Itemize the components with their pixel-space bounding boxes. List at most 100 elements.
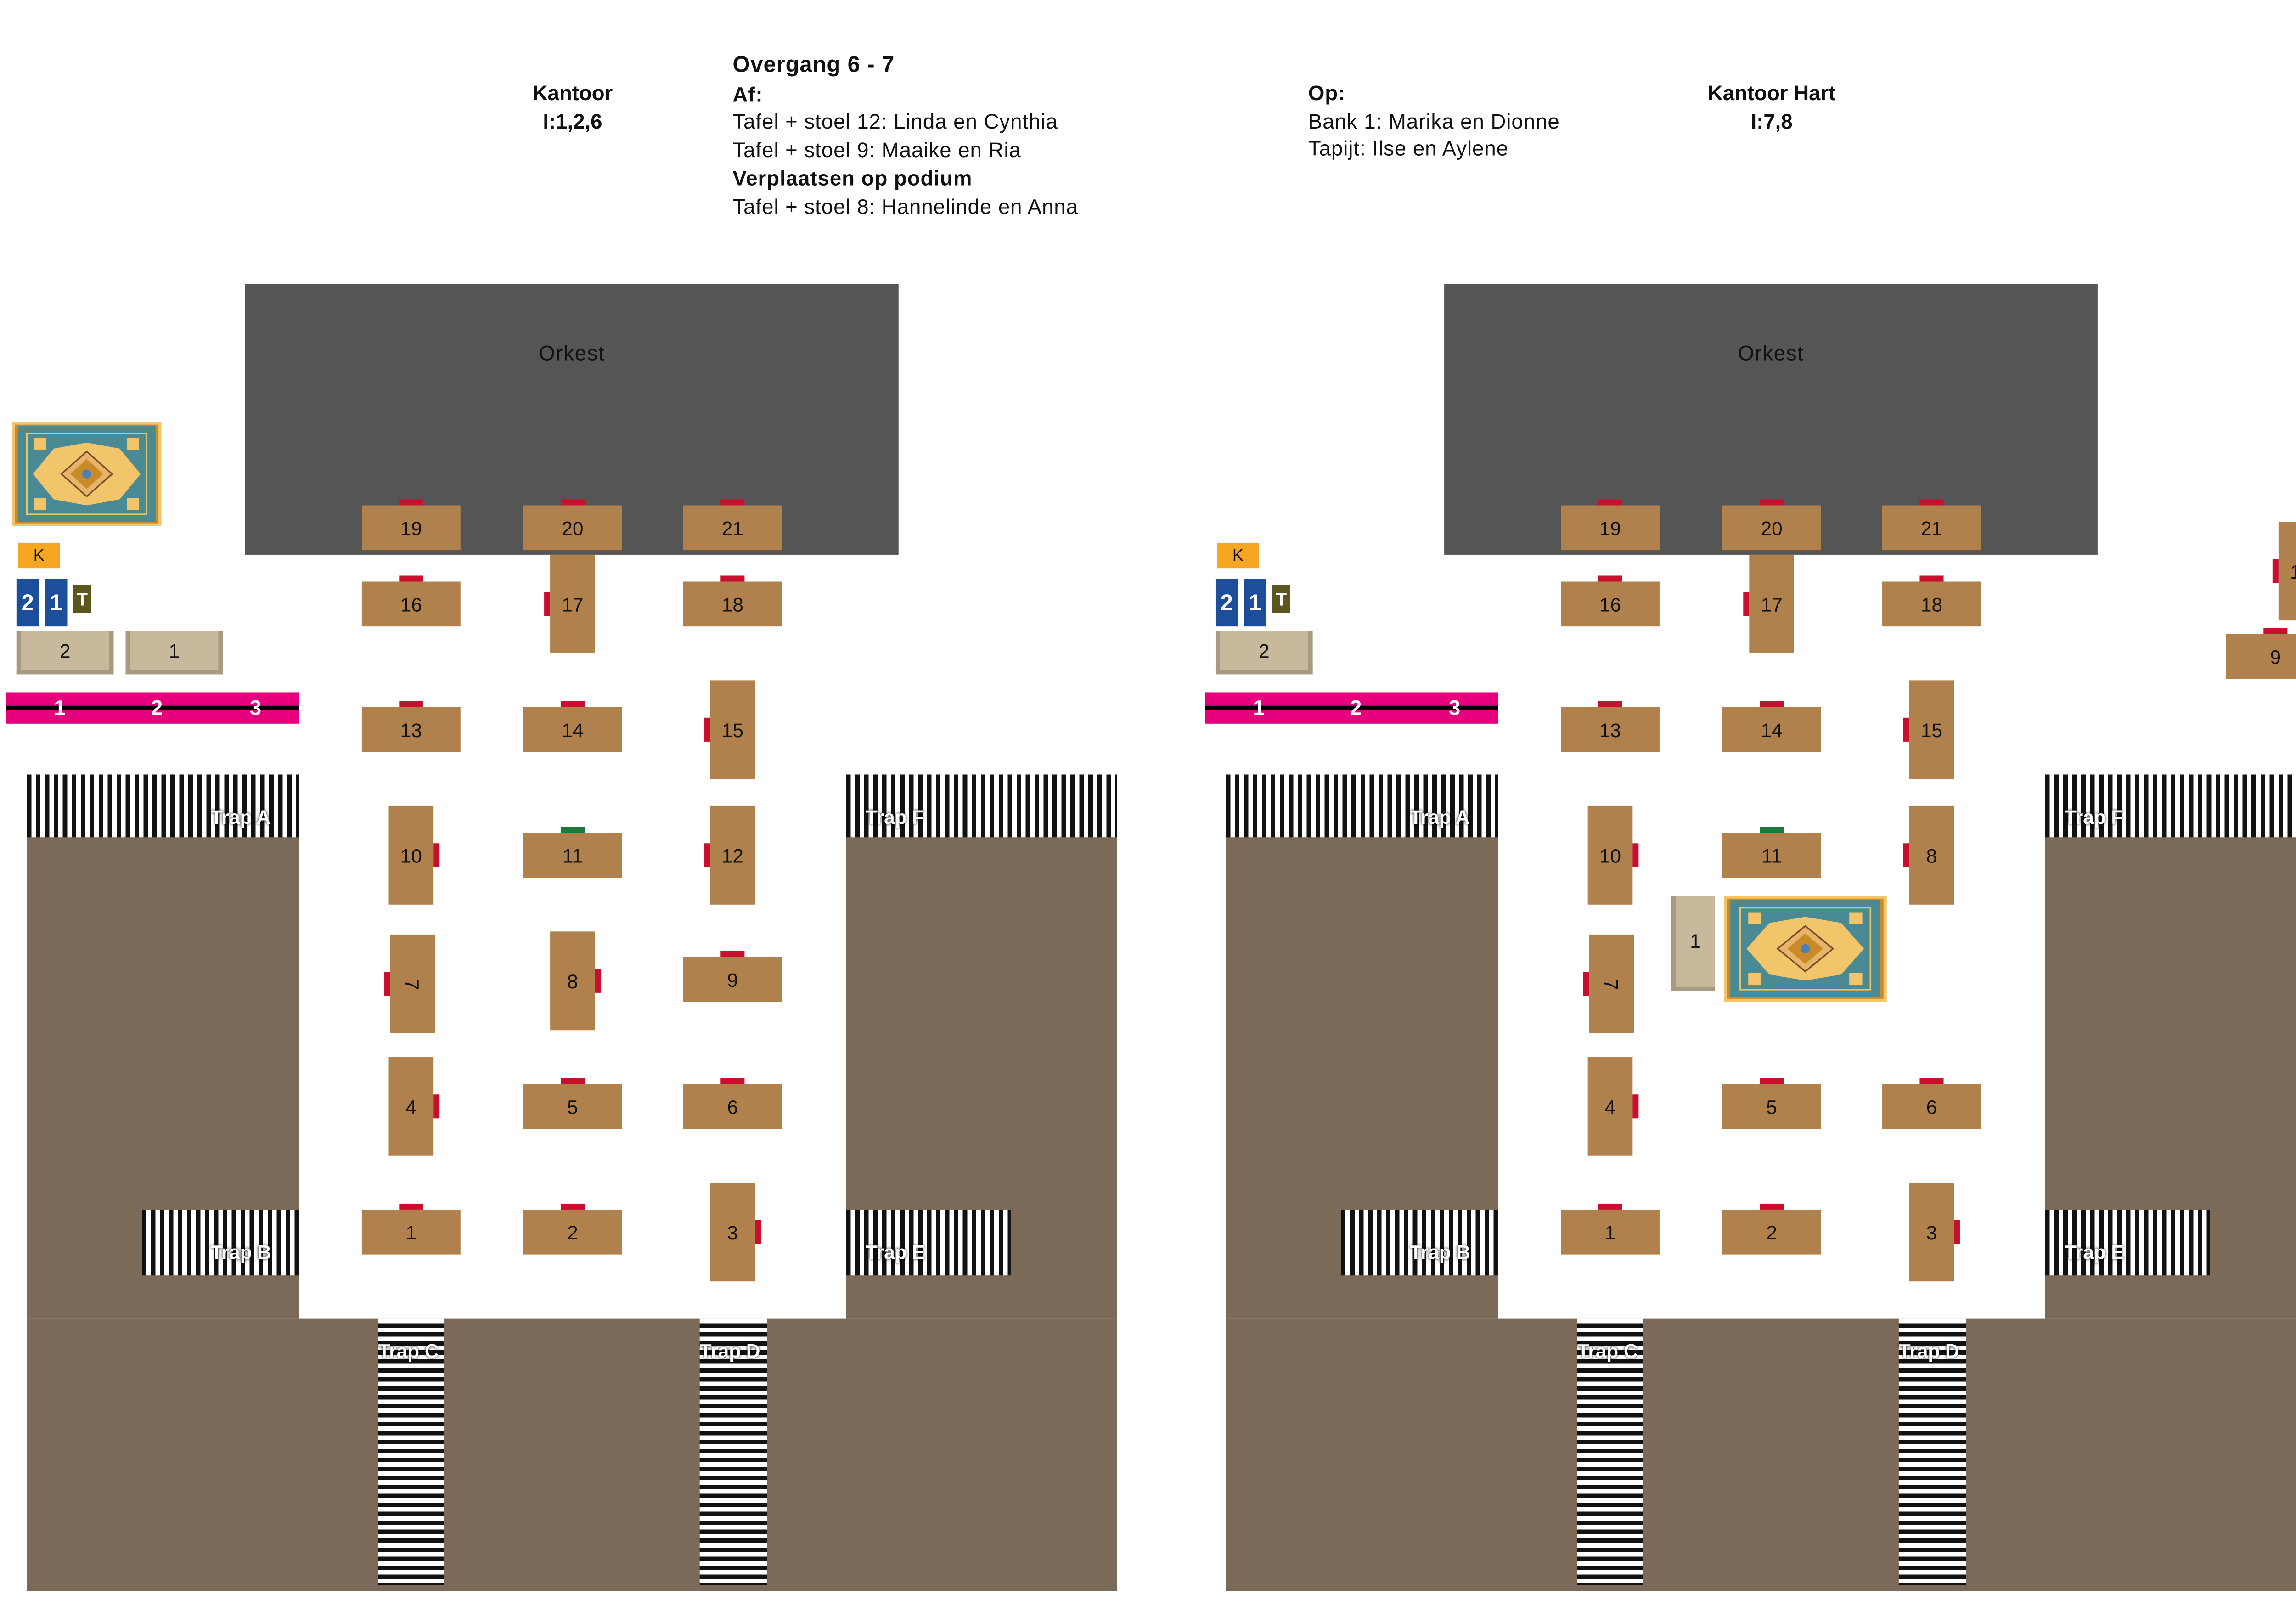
chair[interactable]: [433, 1094, 440, 1119]
table[interactable]: 12: [2278, 522, 2296, 621]
table[interactable]: 15: [710, 680, 755, 779]
chair[interactable]: [384, 972, 390, 996]
table[interactable]: 21: [1882, 505, 1981, 551]
chair[interactable]: [720, 499, 745, 506]
table[interactable]: 9: [2226, 634, 2296, 679]
trap-c-steps[interactable]: [1577, 1318, 1643, 1585]
table[interactable]: 9: [683, 957, 782, 1002]
chair[interactable]: [720, 1078, 745, 1084]
chair[interactable]: [1632, 1094, 1639, 1119]
table[interactable]: 4: [1587, 1057, 1633, 1156]
chair[interactable]: [1760, 1203, 1784, 1210]
table[interactable]: 10: [1587, 806, 1633, 905]
chair[interactable]: [1632, 843, 1639, 867]
trap-b-steps[interactable]: [1341, 1209, 1498, 1276]
table[interactable]: 11: [1722, 833, 1821, 878]
table[interactable]: 20: [1722, 505, 1821, 551]
kitchen-box-k[interactable]: K: [18, 542, 60, 569]
table[interactable]: 21: [683, 505, 782, 551]
trap-a-steps[interactable]: [1226, 774, 1498, 838]
chair[interactable]: [1919, 1078, 1944, 1084]
trap-a-steps[interactable]: [27, 774, 299, 838]
t-box[interactable]: T: [73, 585, 91, 613]
blue-box-1[interactable]: 1: [1244, 578, 1266, 627]
chair[interactable]: [560, 1078, 585, 1084]
chair[interactable]: [720, 575, 745, 582]
table[interactable]: 4: [388, 1057, 434, 1156]
chair[interactable]: [755, 1220, 761, 1244]
table[interactable]: 12: [710, 806, 755, 905]
table[interactable]: 13: [361, 707, 461, 752]
chair[interactable]: [1760, 1078, 1784, 1084]
table[interactable]: 18: [683, 581, 782, 627]
chair[interactable]: [704, 843, 710, 867]
table[interactable]: 14: [1722, 707, 1821, 752]
trap-b-steps[interactable]: [142, 1209, 299, 1276]
table[interactable]: 10: [388, 806, 434, 905]
chair[interactable]: [720, 951, 745, 957]
chair[interactable]: [560, 701, 585, 707]
table[interactable]: 19: [361, 505, 461, 551]
table[interactable]: 2: [1722, 1209, 1821, 1255]
rug-image[interactable]: [1723, 896, 1887, 1002]
chair[interactable]: [1903, 717, 1909, 742]
t-box[interactable]: T: [1272, 585, 1290, 613]
table[interactable]: 11: [523, 833, 622, 878]
chair[interactable]: [399, 575, 423, 582]
kitchen-box-k[interactable]: K: [1217, 542, 1259, 569]
table[interactable]: 1: [1561, 1209, 1660, 1255]
trap-e-steps[interactable]: [2045, 1209, 2210, 1276]
table[interactable]: 2: [523, 1209, 622, 1255]
table[interactable]: 3: [1909, 1183, 1954, 1282]
chair[interactable]: [2263, 628, 2288, 634]
chair[interactable]: [1760, 827, 1784, 833]
table[interactable]: 7: [1589, 934, 1634, 1033]
table[interactable]: 6: [683, 1084, 782, 1129]
trap-f-steps[interactable]: [846, 774, 1117, 838]
table[interactable]: 17: [550, 554, 595, 653]
chair[interactable]: [560, 827, 585, 833]
blue-box-2[interactable]: 2: [1215, 578, 1238, 627]
table[interactable]: 3: [710, 1183, 755, 1282]
table[interactable]: 8: [550, 931, 595, 1031]
chair[interactable]: [1919, 499, 1944, 506]
bank-2[interactable]: 2: [16, 631, 114, 675]
chair[interactable]: [2272, 559, 2279, 583]
table[interactable]: 15: [1909, 680, 1954, 779]
chair[interactable]: [560, 1203, 585, 1210]
trap-d-steps[interactable]: [699, 1318, 767, 1585]
chair[interactable]: [1598, 575, 1622, 582]
chair[interactable]: [399, 1203, 423, 1210]
chair[interactable]: [1760, 701, 1784, 707]
chair[interactable]: [1743, 592, 1750, 616]
table[interactable]: 6: [1882, 1084, 1981, 1129]
table[interactable]: 8: [1909, 806, 1954, 905]
chair[interactable]: [399, 701, 423, 707]
chair[interactable]: [1919, 575, 1944, 582]
table[interactable]: 16: [361, 581, 461, 627]
chair[interactable]: [560, 499, 585, 506]
chair[interactable]: [1903, 843, 1909, 867]
table[interactable]: 19: [1561, 505, 1660, 551]
table[interactable]: 1: [361, 1209, 461, 1255]
chair[interactable]: [595, 969, 601, 993]
table[interactable]: 13: [1561, 707, 1660, 752]
chair[interactable]: [1583, 972, 1589, 996]
trap-e-steps[interactable]: [846, 1209, 1011, 1276]
table[interactable]: 5: [1722, 1084, 1821, 1129]
rug-image[interactable]: [12, 422, 162, 527]
trap-d-steps[interactable]: [1898, 1318, 1966, 1585]
blue-box-2[interactable]: 2: [16, 578, 39, 627]
bank-1[interactable]: 1: [125, 631, 223, 675]
chair[interactable]: [1598, 1203, 1622, 1210]
table[interactable]: 14: [523, 707, 622, 752]
table[interactable]: 18: [1882, 581, 1981, 627]
table[interactable]: 7: [390, 934, 435, 1033]
chair[interactable]: [544, 592, 551, 616]
table[interactable]: 16: [1561, 581, 1660, 627]
bank-1[interactable]: 1: [1671, 896, 1715, 991]
table[interactable]: 20: [523, 505, 622, 551]
chair[interactable]: [704, 717, 710, 742]
